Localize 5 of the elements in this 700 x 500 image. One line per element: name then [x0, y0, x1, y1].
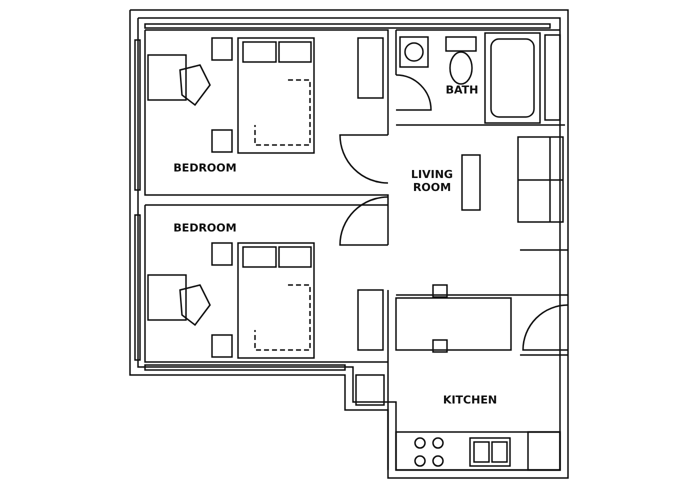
room-label: KITCHEN [442, 394, 498, 406]
room-label: LIVING ROOM [410, 168, 454, 194]
room-label: BEDROOM [173, 162, 237, 174]
room-label: BATH [446, 84, 478, 96]
room-label: BEDROOM [173, 222, 237, 234]
